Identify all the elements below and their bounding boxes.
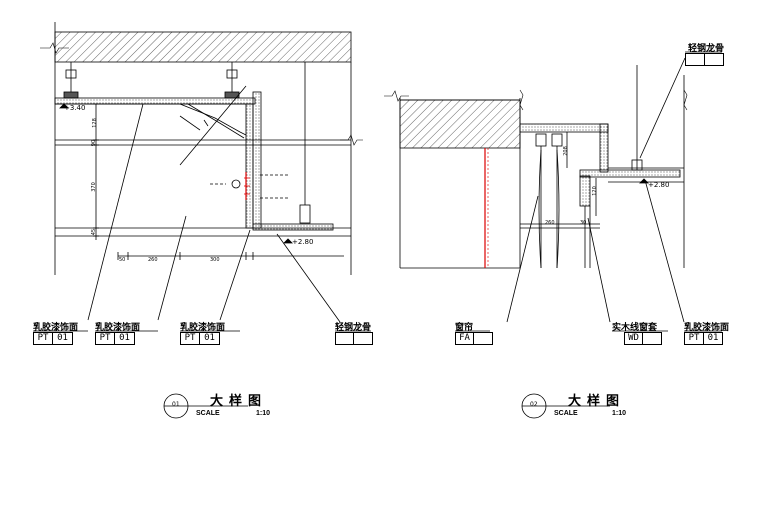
right-detail-number: 02	[530, 401, 538, 408]
left-code-3-b: 01	[204, 333, 215, 343]
left-code-2-a: PT	[96, 333, 115, 344]
hanger-left-3	[299, 204, 311, 224]
dim-30-r: 30	[580, 220, 587, 226]
dim-300: 300	[210, 257, 220, 263]
left-code-3: PT 01	[180, 332, 220, 345]
right-code-2-a: WD	[625, 333, 643, 344]
right-code-1-b	[474, 333, 492, 344]
left-code-3-a: PT	[181, 333, 200, 344]
left-code-4-a	[336, 333, 354, 344]
left-code-1: PT 01	[33, 332, 73, 345]
wall-hatch-right	[399, 99, 521, 149]
left-elev-top: +3.40	[64, 104, 86, 112]
dim-120: 120	[591, 186, 598, 196]
hanger-left-2	[226, 69, 238, 79]
dim-370: 370	[90, 182, 97, 192]
left-label-3: 乳胶漆饰面	[180, 323, 226, 333]
right-code-3-b: 01	[707, 333, 719, 343]
left-detail-number: 01	[172, 401, 180, 408]
left-code-2: PT 01	[95, 332, 135, 345]
left-code-1-a: PT	[34, 333, 53, 344]
right-code-3-a: PT	[685, 333, 704, 344]
left-label-1: 乳胶漆饰面	[33, 323, 79, 333]
right-label-1: 窗帘	[455, 323, 474, 333]
right-top-label: 轻钢龙骨	[688, 44, 725, 54]
dim-260-r: 260	[545, 220, 555, 226]
left-elev-bottom: +2.80	[292, 238, 314, 246]
left-label-4: 轻钢龙骨	[335, 323, 372, 333]
right-scale-label: SCALE	[554, 410, 578, 417]
left-code-2-b: 01	[119, 333, 130, 343]
right-label-2: 实木线窗套	[612, 323, 658, 333]
left-scale-value: 1:10	[256, 410, 271, 417]
right-top-code-b	[705, 54, 723, 65]
right-detail-title: 大样图	[568, 394, 626, 409]
right-code-1-a: FA	[456, 333, 474, 344]
hanger-left-1	[65, 69, 77, 79]
right-top-code-a	[686, 54, 705, 65]
right-code-2-b	[643, 333, 661, 344]
ceiling-slab-left	[54, 31, 352, 63]
right-scale-value: 1:10	[612, 410, 627, 417]
left-scale-label: SCALE	[196, 410, 220, 417]
left-code-4	[335, 332, 373, 345]
right-top-code	[685, 53, 724, 66]
right-elev: +2.80	[648, 181, 670, 189]
right-detail-geometry	[384, 51, 722, 419]
left-detail-geometry	[33, 22, 371, 419]
dim-45: 45	[91, 228, 98, 236]
left-label-2: 乳胶漆饰面	[95, 323, 141, 333]
dim-208: 208	[562, 146, 569, 156]
right-code-1: FA	[455, 332, 493, 345]
left-code-4-b	[354, 333, 372, 344]
dim-50: 50	[119, 257, 126, 263]
left-code-1-b: 01	[57, 333, 68, 343]
dim-90: 90	[91, 139, 98, 147]
left-detail-title: 大样图	[210, 394, 268, 409]
right-label-3: 乳胶漆饰面	[684, 323, 730, 333]
right-code-2: WD	[624, 332, 662, 345]
dim-128: 128	[91, 118, 98, 128]
dim-260: 260	[148, 257, 158, 263]
right-code-3: PT 01	[684, 332, 723, 345]
